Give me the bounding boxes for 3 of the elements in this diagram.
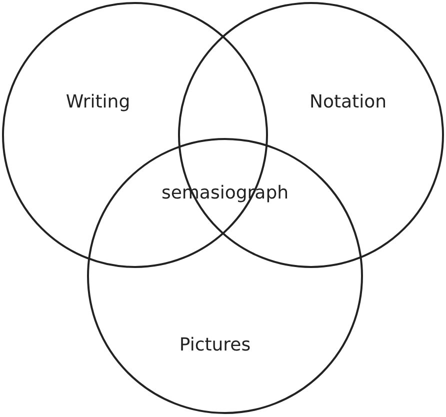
set-label: Writing [66,92,130,112]
set-label: Notation [309,92,387,112]
set-label: Pictures [179,334,251,356]
